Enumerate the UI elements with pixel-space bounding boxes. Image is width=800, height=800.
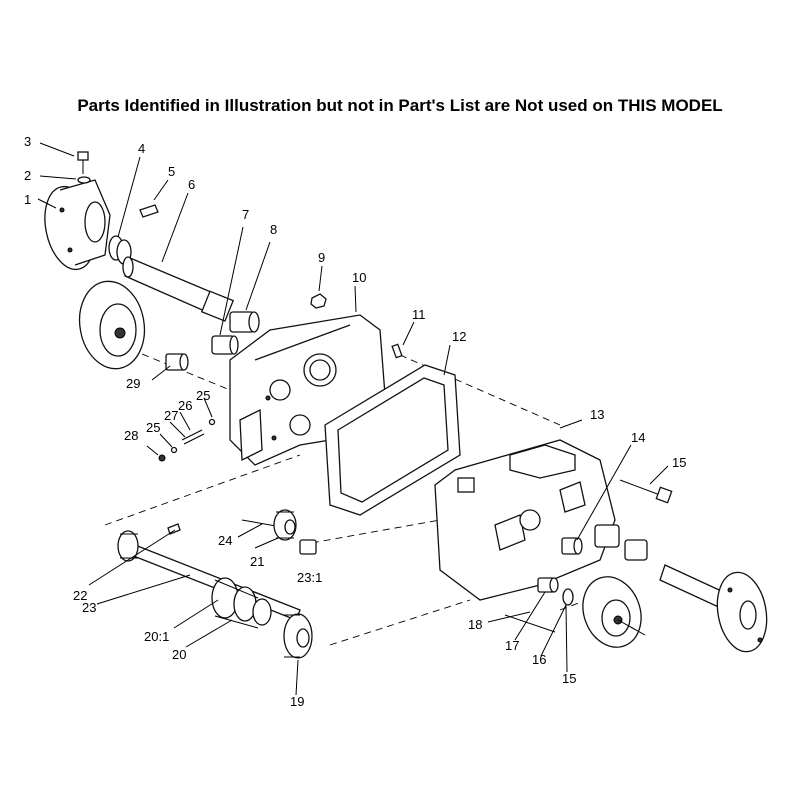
callout-label: 23 xyxy=(82,600,96,615)
part-gear-housing-right xyxy=(434,439,620,601)
callout-labels: 3 2 1 4 5 6 7 8 9 10 11 12 29 25 26 27 2… xyxy=(24,134,686,709)
callout-label: 21 xyxy=(250,554,264,569)
callout-label: 15 xyxy=(672,455,686,470)
callout-label: 25 xyxy=(196,388,210,403)
callout-label: 12 xyxy=(452,329,466,344)
callout-label: 9 xyxy=(318,250,325,265)
callout-label: 28 xyxy=(124,428,138,443)
part-idler-shaft-24 xyxy=(241,519,277,527)
callout-label: 5 xyxy=(168,164,175,179)
part-gear-housing-left xyxy=(229,314,386,466)
part-detent-pieces xyxy=(158,418,216,462)
part-bolt-washer xyxy=(77,151,91,184)
part-input-shaft xyxy=(122,256,235,322)
parts-notice-heading: Parts Identified in Illustration but not… xyxy=(77,96,723,115)
callout-label: 26 xyxy=(178,398,192,413)
part-bearing-17 xyxy=(537,577,559,593)
callout-label: 22 xyxy=(73,588,87,603)
callout-label: 20:1 xyxy=(144,629,169,644)
callout-label: 10 xyxy=(352,270,366,285)
part-pulley xyxy=(78,280,146,370)
callout-label: 6 xyxy=(188,177,195,192)
part-bushing-14 xyxy=(561,537,583,555)
part-output-shaft-right xyxy=(624,539,768,653)
callout-label: 16 xyxy=(532,652,546,667)
callout-leader-lines xyxy=(37,142,669,696)
part-flange-left xyxy=(44,179,111,271)
callout-label: 7 xyxy=(242,207,249,222)
callout-label: 20 xyxy=(172,647,186,662)
part-gear-22 xyxy=(117,530,139,562)
callout-label: 2 xyxy=(24,168,31,183)
callout-label: 15 xyxy=(562,671,576,686)
callout-label: 13 xyxy=(590,407,604,422)
part-gasket xyxy=(324,364,461,516)
callout-label: 8 xyxy=(270,222,277,237)
part-dowel-11 xyxy=(391,343,403,359)
part-bolt-18 xyxy=(504,614,556,633)
callout-label: 17 xyxy=(505,638,519,653)
callout-label: 18 xyxy=(468,617,482,632)
part-bushing-29 xyxy=(165,353,189,371)
callout-label: 23:1 xyxy=(297,570,322,585)
part-nut-9 xyxy=(310,293,327,309)
callout-label: 4 xyxy=(138,141,145,156)
part-ring-16 xyxy=(562,588,574,606)
callout-label: 29 xyxy=(126,376,140,391)
callout-label: 3 xyxy=(24,134,31,149)
part-bearings-upper xyxy=(211,311,260,355)
part-bushing-23-1 xyxy=(299,539,317,555)
callout-label: 25 xyxy=(146,420,160,435)
callout-label: 19 xyxy=(290,694,304,709)
part-bearing-cap xyxy=(582,576,646,648)
part-gear-19 xyxy=(283,613,313,659)
callout-label: 11 xyxy=(412,307,426,322)
callout-label: 24 xyxy=(218,533,232,548)
callout-label: 27 xyxy=(164,408,178,423)
part-key xyxy=(139,204,159,218)
callout-label: 1 xyxy=(24,192,31,207)
part-gear-cluster-20 xyxy=(211,577,272,629)
part-key-lower xyxy=(167,523,181,535)
part-idler-gear-23 xyxy=(273,509,297,541)
part-bolt-15-upper xyxy=(619,479,673,504)
callout-label: 14 xyxy=(631,430,645,445)
